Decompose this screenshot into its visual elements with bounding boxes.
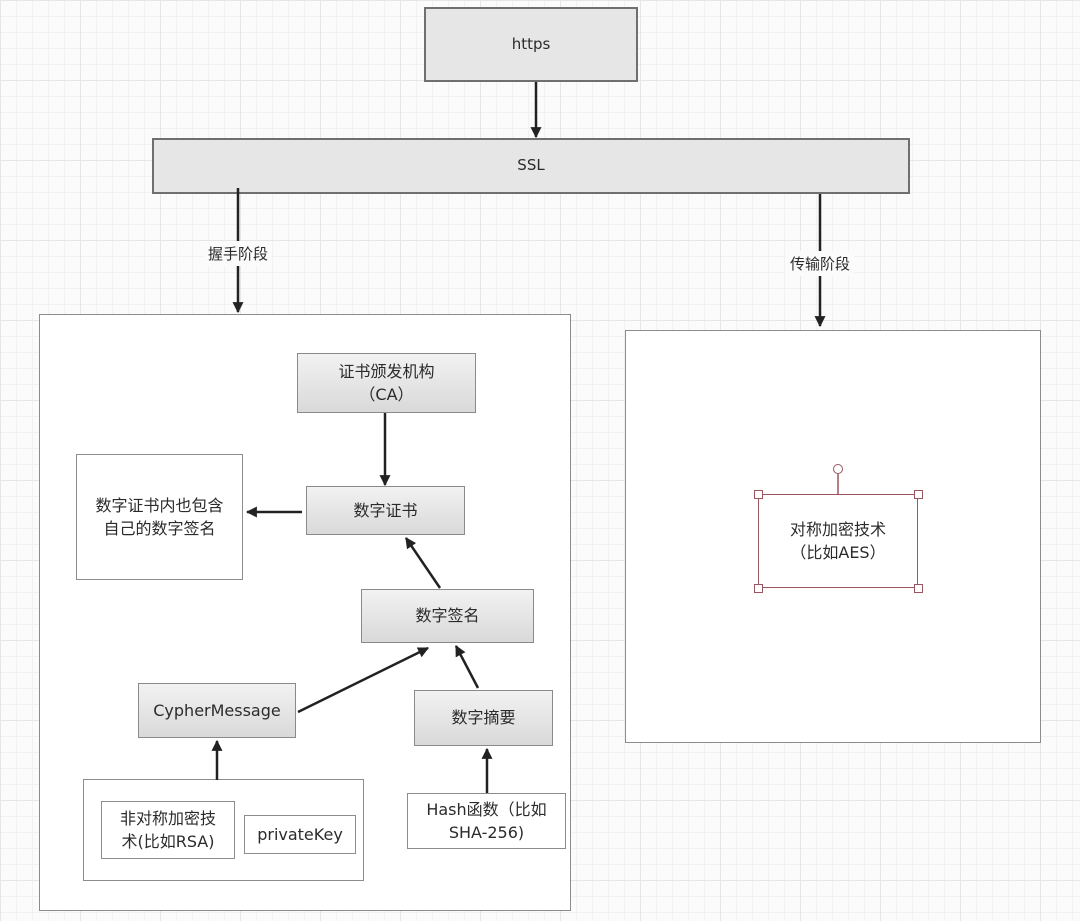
ssl-node[interactable]: SSL	[152, 138, 910, 194]
edge-signature-certificate[interactable]	[404, 537, 442, 589]
private-key-node[interactable]: privateKey	[244, 815, 356, 854]
cypher-message-node[interactable]: CypherMessage	[138, 683, 296, 738]
resize-handle-top-left[interactable]	[754, 490, 763, 499]
signature-label: 数字签名	[415, 606, 480, 626]
signature-node[interactable]: 数字签名	[361, 589, 534, 643]
resize-handle-bottom-right[interactable]	[914, 584, 923, 593]
transfer-phase-label: 传输阶段	[786, 251, 855, 276]
rotate-handle[interactable]	[833, 464, 843, 474]
ca-label: 证书颁发机构 （CA）	[338, 361, 435, 404]
hash-function-label: Hash函数（比如 SHA-256)	[426, 799, 547, 842]
https-node[interactable]: https	[424, 7, 638, 82]
certificate-label: 数字证书	[353, 500, 418, 520]
edge-digest-signature[interactable]	[454, 645, 480, 689]
certificate-node[interactable]: 数字证书	[306, 486, 465, 535]
symmetric-encryption-label: 对称加密技术 （比如AES）	[789, 519, 886, 562]
ssl-label: SSL	[517, 156, 545, 175]
certificate-note-label: 数字证书内也包含 自己的数字签名	[95, 495, 224, 538]
resize-handle-top-right[interactable]	[914, 490, 923, 499]
resize-handle-bottom-left[interactable]	[754, 584, 763, 593]
private-key-label: privateKey	[257, 824, 343, 844]
digest-node[interactable]: 数字摘要	[414, 690, 553, 746]
edge-cypher-signature[interactable]	[297, 646, 429, 714]
asymmetric-encryption-label: 非对称加密技 术(比如RSA)	[119, 808, 216, 851]
cypher-message-label: CypherMessage	[153, 700, 281, 720]
asymmetric-encryption-node[interactable]: 非对称加密技 术(比如RSA)	[101, 801, 235, 859]
certificate-note-node[interactable]: 数字证书内也包含 自己的数字签名	[76, 454, 243, 580]
handshake-phase-label: 握手阶段	[204, 241, 273, 266]
digest-label: 数字摘要	[451, 708, 516, 728]
symmetric-encryption-node[interactable]: 对称加密技术 （比如AES）	[758, 494, 918, 588]
hash-function-node[interactable]: Hash函数（比如 SHA-256)	[407, 793, 566, 849]
https-label: https	[511, 34, 551, 53]
ca-node[interactable]: 证书颁发机构 （CA）	[297, 353, 476, 413]
